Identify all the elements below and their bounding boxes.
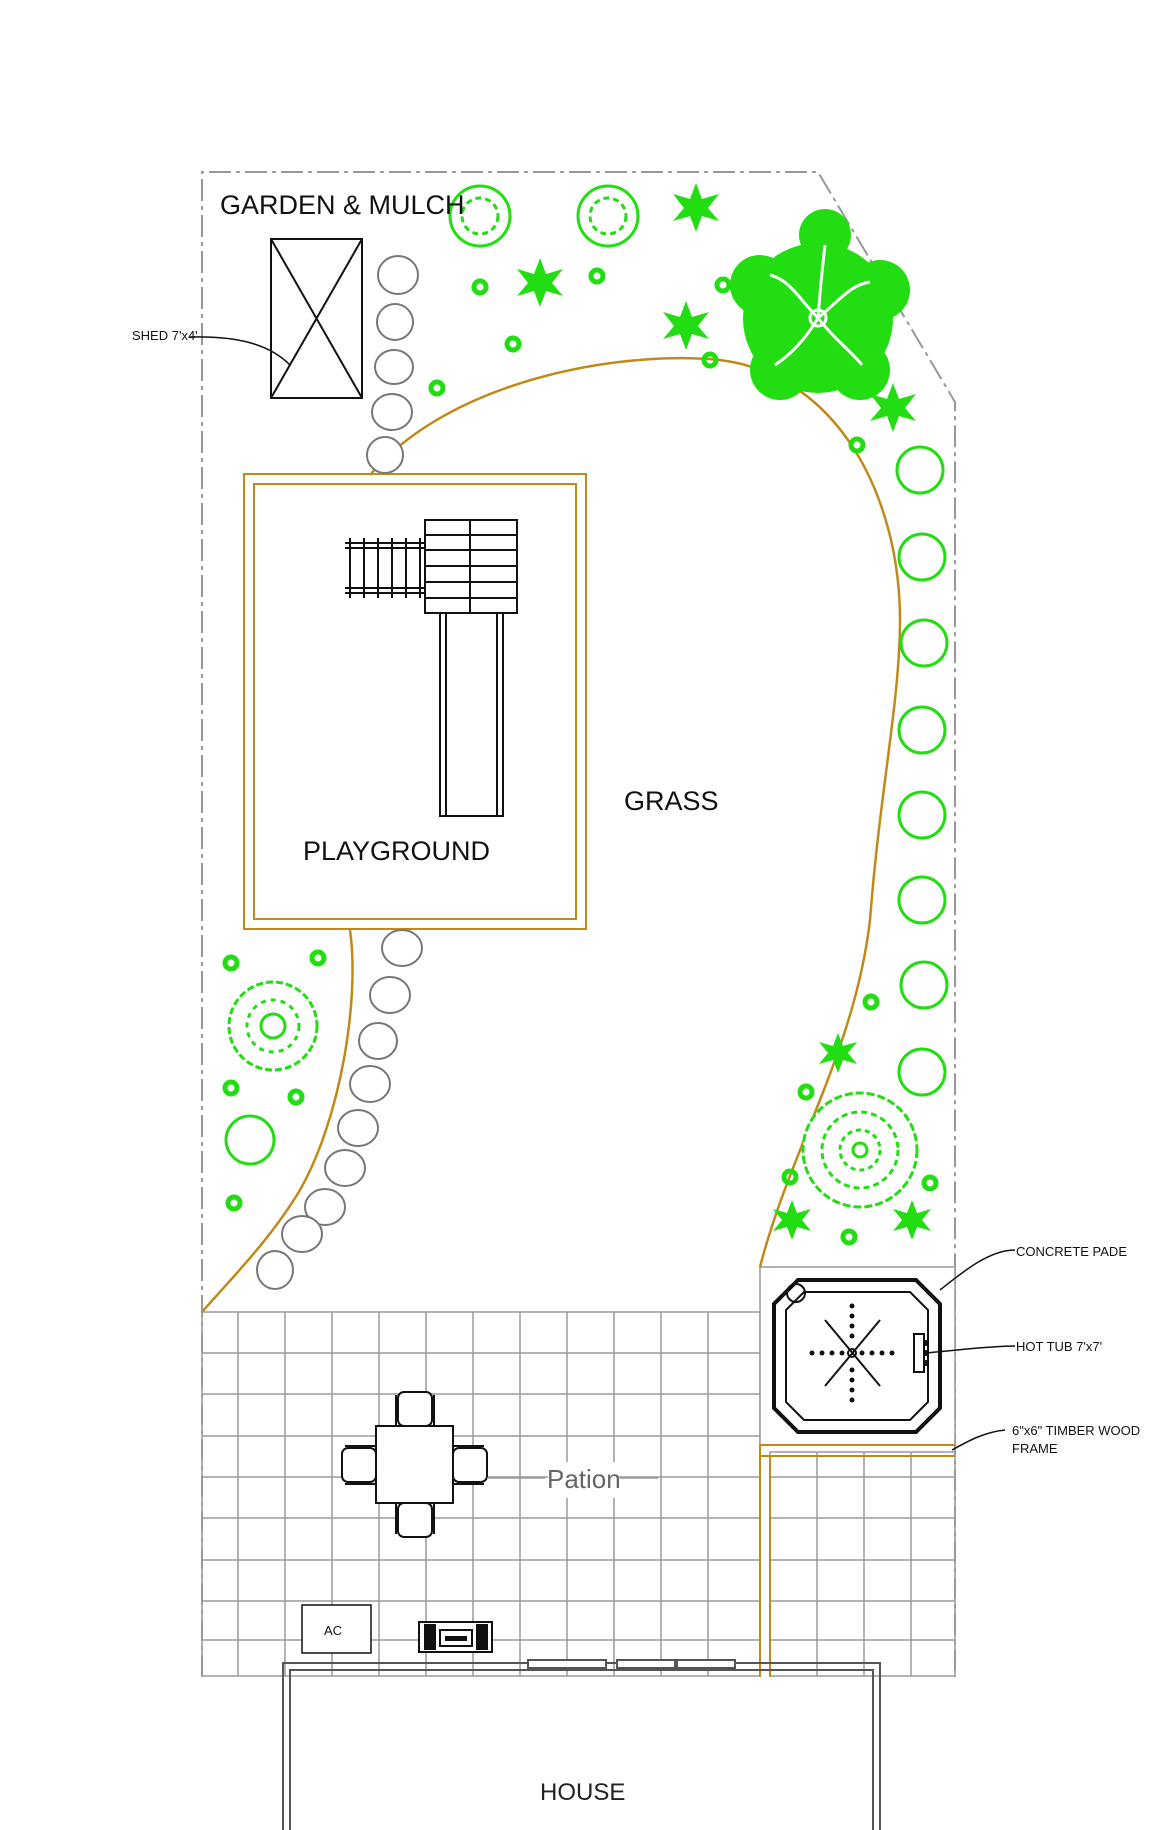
stepping-stone-icon [256,1250,294,1290]
large-shrubs [227,980,919,1209]
shrub-icon [897,1047,947,1097]
grill-icon [418,1621,493,1653]
playground-label: PLAYGROUND [303,836,490,866]
chair-icon [341,1445,377,1485]
shrub-icon [899,960,949,1010]
table-icon [375,1425,454,1504]
small-plants [222,267,939,1246]
concrete-pad [759,1266,956,1446]
stepping-stone-icon [281,1215,323,1253]
playground-border [243,473,587,930]
stepping-stone-icon [371,393,413,431]
stepping-stone-icon [376,303,414,341]
chair-icon [395,1391,435,1427]
small-plant-icon [222,954,240,972]
shrub-icon [224,1114,276,1166]
swing-set-icon [345,519,518,614]
shed-leader [189,336,291,366]
small-plant-icon [471,278,489,296]
stepping-stone-icon [381,929,423,967]
house-label: HOUSE [540,1779,625,1806]
small-plant-icon [921,1174,939,1192]
ac-unit [301,1604,372,1654]
small-plant-icon [287,1088,305,1106]
small-plant-icon [848,436,866,454]
patio-label: Pation [547,1464,621,1494]
concrete-pad-label: CONCRETE PADE [1016,1244,1127,1259]
small-plant-icon [701,351,719,369]
shrub-icon [899,618,949,668]
star-plant-icon [663,301,709,350]
small-plant-icon [428,379,446,397]
stepping-stone-icon [337,1109,379,1147]
shrub-icon [895,445,945,495]
timber-frame-label-2: FRAME [1012,1441,1058,1456]
shrub-icon [897,875,947,925]
ac-label: AC [324,1623,342,1638]
star-plant-icon [819,1033,857,1073]
grass-label: GRASS [624,786,719,816]
slide-icon [439,612,504,817]
small-plant-icon [840,1228,858,1246]
star-plants [517,183,931,1240]
small-plant-icon [225,1194,243,1212]
star-plant-icon [517,258,563,307]
star-plant-icon [870,383,916,432]
shrub-icon [897,532,947,582]
round-shrubs [224,184,949,1166]
star-plant-icon [893,1200,931,1240]
star-plant-icon [673,183,719,232]
shed [270,238,363,399]
shrub-icon [460,196,500,236]
stepping-stones [256,255,423,1290]
shrub-icon [588,196,628,236]
stepping-stone-icon [349,1065,391,1103]
stepping-stone-icon [304,1188,346,1226]
stepping-stone-icon [377,255,419,295]
stepping-stone-icon [324,1149,366,1187]
garden-mulch-label: GARDEN & MULCH [220,190,465,220]
small-plant-icon [588,267,606,285]
timber-frame-label: 6"x6" TIMBER WOOD [1012,1423,1140,1438]
small-plant-icon [504,335,522,353]
shrub-icon [801,1091,919,1209]
property-boundary [201,171,956,1677]
hot-tub-label: HOT TUB 7'x7' [1016,1339,1102,1354]
small-plant-icon [862,993,880,1011]
shrub-icon [448,184,512,248]
small-plant-icon [222,1079,240,1097]
chair-icon [395,1502,435,1538]
stepping-stone-icon [369,976,411,1014]
stepping-stone-icon [366,436,404,474]
grass-edge-lower [201,929,354,1313]
small-plant-icon [309,949,327,967]
chairs [341,1391,488,1538]
tree-icon [730,209,910,400]
chair-icon [452,1445,488,1485]
hot-tub-icon [772,1278,942,1434]
timber-frame [759,1444,955,1677]
leader-lines [925,1249,1016,1451]
shrub-icon [576,184,640,248]
small-plant-icon [797,1083,815,1101]
stepping-stone-icon [358,1022,398,1060]
stepping-stone-icon [374,349,414,385]
shrub-icon [897,705,947,755]
shrub-icon [897,790,947,840]
grass-edge-upper [369,356,902,1268]
house-doors [527,1659,736,1669]
shed-label: SHED 7'x4' [132,328,198,343]
shrub-icon [227,980,319,1072]
patio-tiles-right [769,1451,956,1677]
small-plant-icon [714,276,732,294]
star-plant-icon [773,1200,811,1240]
small-plant-icon [781,1168,799,1186]
